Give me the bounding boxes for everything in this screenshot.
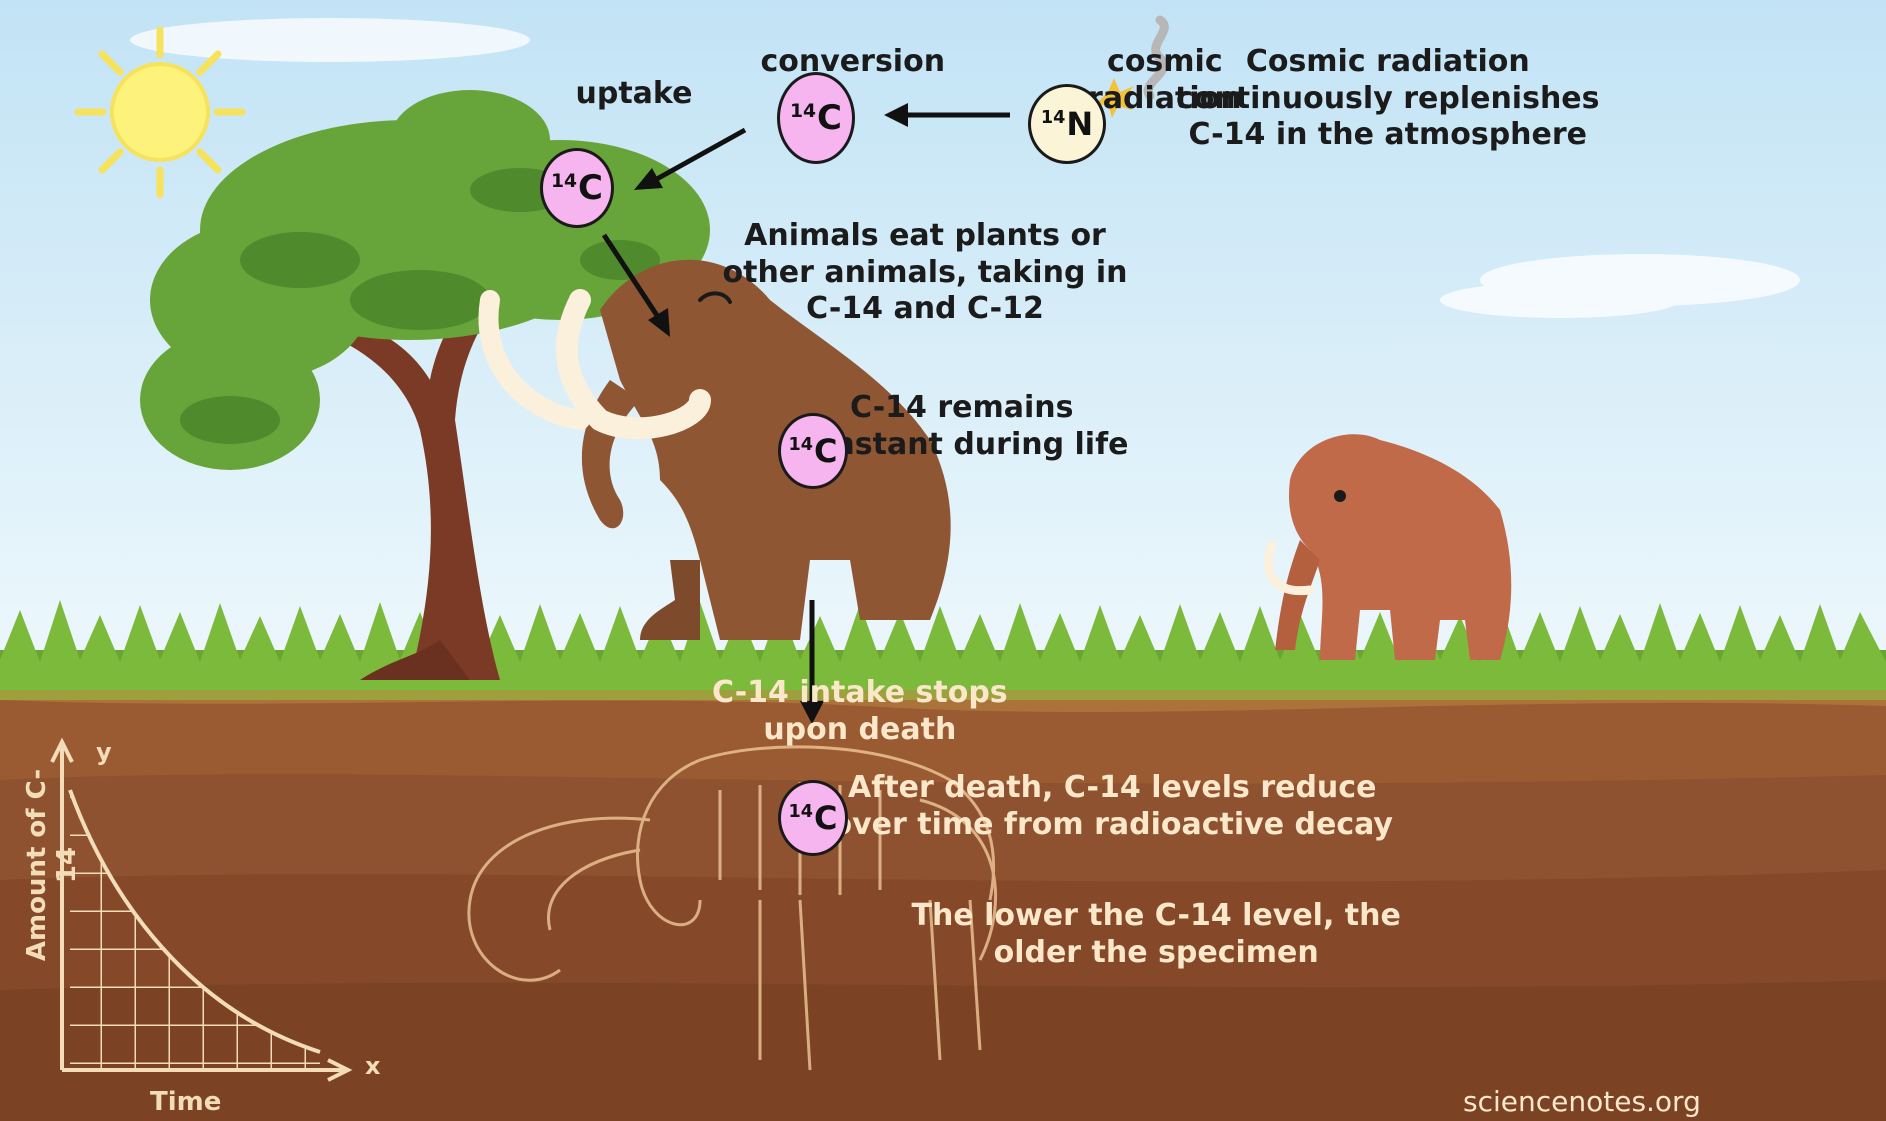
uptake-label: uptake xyxy=(576,76,693,113)
after-death-label: After death, C-14 levels reduce over tim… xyxy=(832,770,1393,843)
credit-label: sciencenotes.org xyxy=(1463,1085,1701,1119)
carbon14-atom-tree: 14C xyxy=(540,148,614,228)
intake-stops-label: C-14 intake stops upon death xyxy=(712,675,1008,748)
carbon14-atom-skeleton: 14C xyxy=(778,780,848,856)
graph-x-letter: x xyxy=(365,1052,380,1080)
lower-level-label: The lower the C-14 level, the older the … xyxy=(912,898,1401,971)
nitrogen14-atom: 14N xyxy=(1028,84,1106,164)
replenish-label: Cosmic radiation continuously replenishe… xyxy=(1176,44,1600,154)
carbon14-atom-atmosphere: 14C xyxy=(777,72,855,164)
animals-eat-label: Animals eat plants or other animals, tak… xyxy=(723,218,1128,328)
carbon14-atom-mammoth: 14C xyxy=(778,413,848,489)
graph-y-letter: y xyxy=(96,738,112,766)
graph-x-axis-label: Time xyxy=(150,1087,221,1117)
conversion-label: conversion xyxy=(761,44,946,81)
graph-y-axis-label: Amount of C-14 xyxy=(22,765,82,965)
sun-icon xyxy=(78,30,242,195)
